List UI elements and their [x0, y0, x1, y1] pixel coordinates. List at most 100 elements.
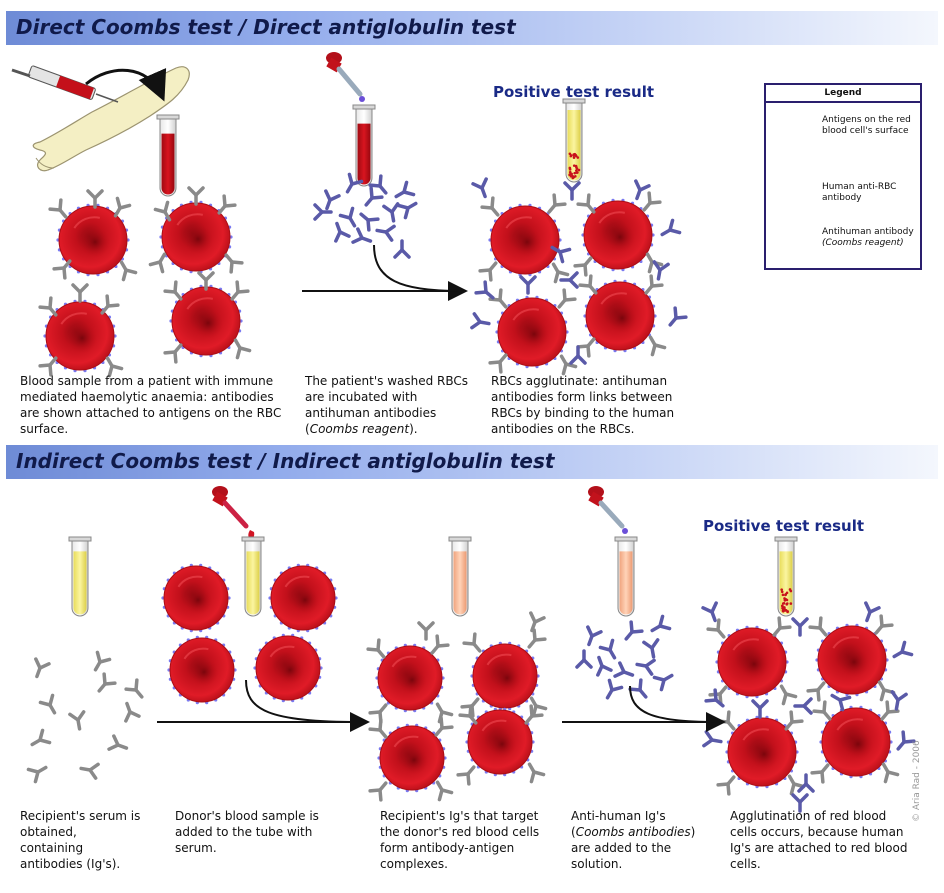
- human-antibody: [482, 198, 503, 219]
- red-blood-cell: [161, 564, 230, 633]
- red-blood-cell: [167, 636, 236, 705]
- antihuman-antibody: [473, 179, 492, 199]
- antihuman-antibody: [398, 197, 419, 217]
- legend-antigens-label: Antigens on the red blood cell's surface: [822, 115, 922, 137]
- human-antibody: [29, 730, 50, 750]
- human-antibody: [708, 620, 729, 641]
- test-tube: [615, 537, 637, 616]
- direct-result-label: Positive test result: [493, 83, 654, 101]
- legend-antihuman-note: (Coombs reagent): [822, 238, 904, 248]
- legend-antihuman-name: Antihuman antibody: [822, 227, 914, 237]
- indirect-step-4-caption: Anti-human Ig's (Coombs antibodies) are …: [571, 808, 711, 872]
- antihuman-antibody: [891, 642, 912, 662]
- antihuman-antibody: [636, 658, 654, 675]
- antihuman-antibody: [706, 690, 727, 711]
- test-tube: [157, 115, 179, 196]
- antihuman-antibody: [320, 191, 339, 211]
- human-antibody: [30, 659, 49, 679]
- antihuman-antibody: [630, 680, 651, 701]
- antihuman-antibody: [376, 224, 394, 241]
- human-antibody: [775, 683, 795, 704]
- antihuman-antibody: [615, 663, 635, 682]
- copyright-notice: © Aria Rad - 2006: [912, 740, 922, 822]
- antihuman-antibody: [592, 655, 611, 675]
- human-antibody: [88, 191, 102, 207]
- antihuman-antibody: [644, 640, 661, 658]
- human-antibody: [28, 761, 49, 781]
- human-antibody: [464, 634, 485, 655]
- antihuman-antibody: [395, 241, 409, 257]
- antihuman-antibody: [630, 181, 649, 201]
- antihuman-dropper: [588, 486, 628, 534]
- antihuman-antibody: [361, 188, 382, 209]
- indirect-step-3-caption: Recipient's Ig's that target the donor's…: [380, 808, 556, 872]
- legend-human-antibody-label: Human anti-RBC antibody: [822, 182, 922, 204]
- test-tube: [449, 537, 471, 616]
- human-antibody: [94, 674, 115, 695]
- antihuman-antibody: [795, 699, 811, 713]
- serum-dropper: [212, 486, 254, 539]
- human-antibody: [419, 623, 433, 639]
- legend-box: Legend Antigens on the red blood cell's …: [764, 83, 922, 270]
- antihuman-antibody: [565, 183, 579, 199]
- indirect-step-4-italic: Coombs antibodies: [576, 825, 691, 839]
- reagent-dropper: [326, 52, 365, 102]
- antihuman-antibody: [571, 347, 585, 363]
- antihuman-antibody: [577, 651, 591, 667]
- antihuman-antibody: [600, 640, 620, 661]
- human-antibody: [80, 762, 98, 779]
- antihuman-antibody: [659, 220, 680, 240]
- human-antibody: [462, 695, 483, 716]
- human-antibody: [120, 701, 139, 721]
- test-tube: [242, 537, 264, 616]
- antihuman-antibody: [621, 622, 642, 643]
- antihuman-antibody: [330, 221, 349, 241]
- human-antibody: [126, 680, 147, 701]
- antihuman-antibody: [890, 692, 907, 710]
- red-blood-cell: [375, 644, 444, 713]
- direct-process-curve: [374, 245, 460, 291]
- antihuman-antibody: [393, 182, 414, 202]
- antihuman-antibody: [353, 229, 373, 248]
- direct-step-3-caption: RBCs agglutinate: antihuman antibodies f…: [491, 373, 703, 437]
- human-antibody: [718, 773, 739, 794]
- antihuman-antibody: [649, 616, 670, 636]
- syringe-icon: [12, 65, 118, 102]
- antihuman-antibody: [601, 680, 621, 701]
- test-tube: [775, 537, 797, 616]
- antihuman-antibody: [799, 775, 813, 791]
- antihuman-antibody: [893, 732, 914, 753]
- human-antibody: [458, 763, 479, 784]
- antihuman-antibody: [793, 619, 807, 635]
- antihuman-antibody: [654, 669, 675, 689]
- test-tube: [563, 99, 585, 182]
- antihuman-antibody: [521, 277, 535, 293]
- red-blood-cell: [465, 708, 534, 777]
- antihuman-antibody: [582, 627, 601, 647]
- antihuman-antibody: [753, 701, 767, 717]
- legend-title: Legend: [766, 85, 920, 103]
- human-antibody: [554, 290, 575, 311]
- legend-antihuman-label: Antihuman antibody (Coombs reagent): [822, 227, 922, 249]
- indirect-step-5-caption: Agglutination of red blood cells occurs,…: [730, 808, 910, 872]
- antihuman-antibody: [704, 732, 722, 749]
- human-antibody: [524, 630, 545, 651]
- antihuman-antibody: [665, 308, 686, 329]
- human-antibody: [73, 285, 87, 301]
- red-blood-cell: [253, 634, 322, 703]
- direct-step-2-caption: The patient's washed RBCs are incubated …: [305, 373, 477, 437]
- human-antibody: [370, 779, 391, 800]
- antihuman-antibody: [860, 603, 879, 623]
- test-tube: [353, 105, 375, 186]
- human-antibody: [89, 652, 109, 673]
- human-antibody: [70, 712, 87, 730]
- indirect-step-1-caption: Recipient's serum is obtained, containin…: [20, 808, 142, 872]
- human-antibody: [523, 761, 543, 782]
- antihuman-antibody: [472, 314, 490, 331]
- direct-step-2-close: ).: [409, 422, 418, 436]
- red-blood-cell: [819, 706, 892, 778]
- red-blood-cell: [268, 564, 337, 633]
- indirect-result-label: Positive test result: [703, 517, 864, 535]
- antihuman-antibody: [340, 208, 360, 229]
- human-antibody: [40, 695, 60, 716]
